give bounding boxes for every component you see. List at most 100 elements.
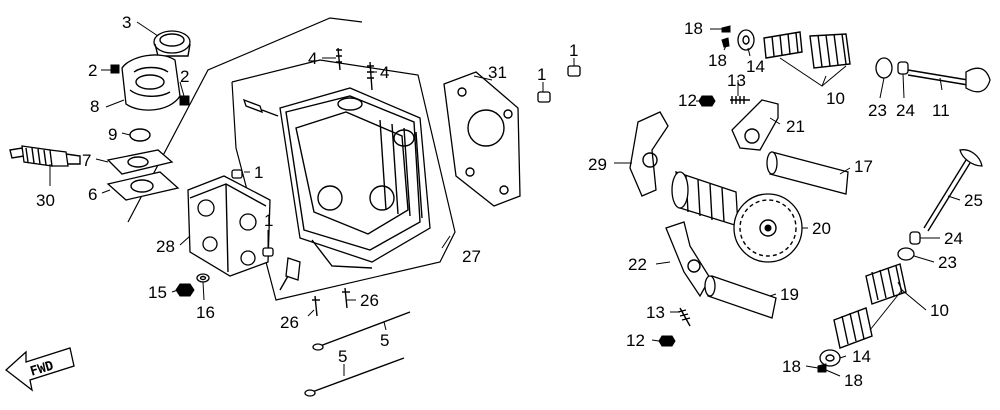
callout-24: 24 [896,101,915,120]
callout-30: 30 [36,191,55,210]
washer-16 [196,273,210,283]
tappet-cover-bolt [242,98,279,117]
intake-valve [907,67,991,93]
callout-24: 24 [944,229,963,248]
callout-17: 17 [854,157,873,176]
callout-4: 4 [308,49,317,68]
callout-15: 15 [148,283,167,302]
callout-13: 13 [646,303,665,322]
valve-cotter-top [721,25,731,33]
valve-seal-top [897,61,909,75]
dowel-26b [342,287,350,309]
exhaust-valve [923,149,983,232]
callout-26: 26 [360,291,379,310]
callout-27: 27 [462,247,481,266]
callout-20: 20 [812,219,831,238]
callout-18: 18 [708,51,727,70]
callout-2: 2 [180,67,189,86]
dowel-pin-c [537,91,551,103]
dowel-pin-d [567,65,581,77]
head-gasket [443,71,521,207]
camshaft-holder [187,175,271,277]
callout-29: 29 [588,155,607,174]
callout-16: 16 [196,303,215,322]
intake-elbow [121,54,181,111]
head-oil-seal [279,257,301,291]
callout-10: 10 [826,89,845,108]
spring-seat-top [875,57,893,79]
spring-retainer-bottom [819,349,841,367]
callout-18: 18 [844,371,863,390]
callout-6: 6 [88,185,97,204]
cylinder-head [279,87,431,269]
hose-clamp-upper [110,64,120,74]
rocker-shaft-upper [766,151,849,195]
stud-bolt-a [336,47,342,71]
intake-cap [153,30,191,57]
callout-1: 1 [569,41,578,60]
callout-18: 18 [782,357,801,376]
valve-cotter-top-b [721,37,730,48]
callout-12: 12 [678,91,697,110]
lock-nut-top [698,95,716,107]
callout-4: 4 [380,63,389,82]
rocker-arm-exhaust [731,99,779,151]
callout-5: 5 [338,347,347,366]
callout-1: 1 [254,163,263,182]
leader-lines [49,21,961,377]
callout-labels: 3 2 2 8 9 7 6 30 1 28 1 15 16 4 4 31 1 1… [29,13,983,390]
callout-25: 25 [964,191,983,210]
callout-10: 10 [930,301,949,320]
callout-1: 1 [264,211,273,230]
rocker-arm-lower [665,221,711,298]
valve-seal-bottom [909,231,921,245]
forward-direction-arrow [4,347,75,392]
callout-31: 31 [488,63,507,82]
callout-23: 23 [868,101,887,120]
adjusting-screw-bottom [677,307,691,327]
callout-7: 7 [82,151,91,170]
valve-spring-inner-bottom [833,307,873,349]
callout-11: 11 [932,101,950,120]
callout-2: 2 [88,61,97,80]
long-bolt-lower [304,357,405,397]
cam-sprocket [733,193,803,263]
cap-nut [175,283,195,297]
valve-spring-outer-bottom [865,263,907,305]
callout-26: 26 [280,313,299,332]
callout-13: 13 [727,71,746,90]
callout-5: 5 [380,331,389,350]
callout-3: 3 [122,13,131,32]
stud-bolt-b [367,61,374,91]
spring-retainer-top [737,29,755,51]
long-bolt-upper [312,311,411,351]
spring-seat-bottom [897,247,915,261]
hose-clamp-lower [179,95,190,106]
spark-plug [9,145,81,167]
valve-spring-inner-top [763,31,803,59]
intake-group-outline [127,17,363,223]
callout-18: 18 [684,19,703,38]
callout-21: 21 [786,117,805,136]
camshaft [671,171,739,227]
callout-14: 14 [746,57,765,76]
callout-1: 1 [537,65,546,84]
dowel-pin-b [262,247,274,257]
o-ring [129,128,151,142]
insulator [106,171,180,201]
callout-8: 8 [90,97,99,116]
fwd-label: FWD [29,358,56,379]
lock-nut-bottom [658,335,676,347]
intake-gasket [106,149,174,175]
adjusting-screw-top [730,96,750,104]
rocker-shaft-lower [704,275,777,319]
callout-22: 22 [628,255,647,274]
callout-19: 19 [780,285,799,304]
valve-cotter-bottom [817,363,827,373]
callout-23: 23 [938,253,957,272]
callout-12: 12 [626,331,645,350]
dowel-pin-a [231,169,243,179]
dowel-26a [312,295,320,317]
